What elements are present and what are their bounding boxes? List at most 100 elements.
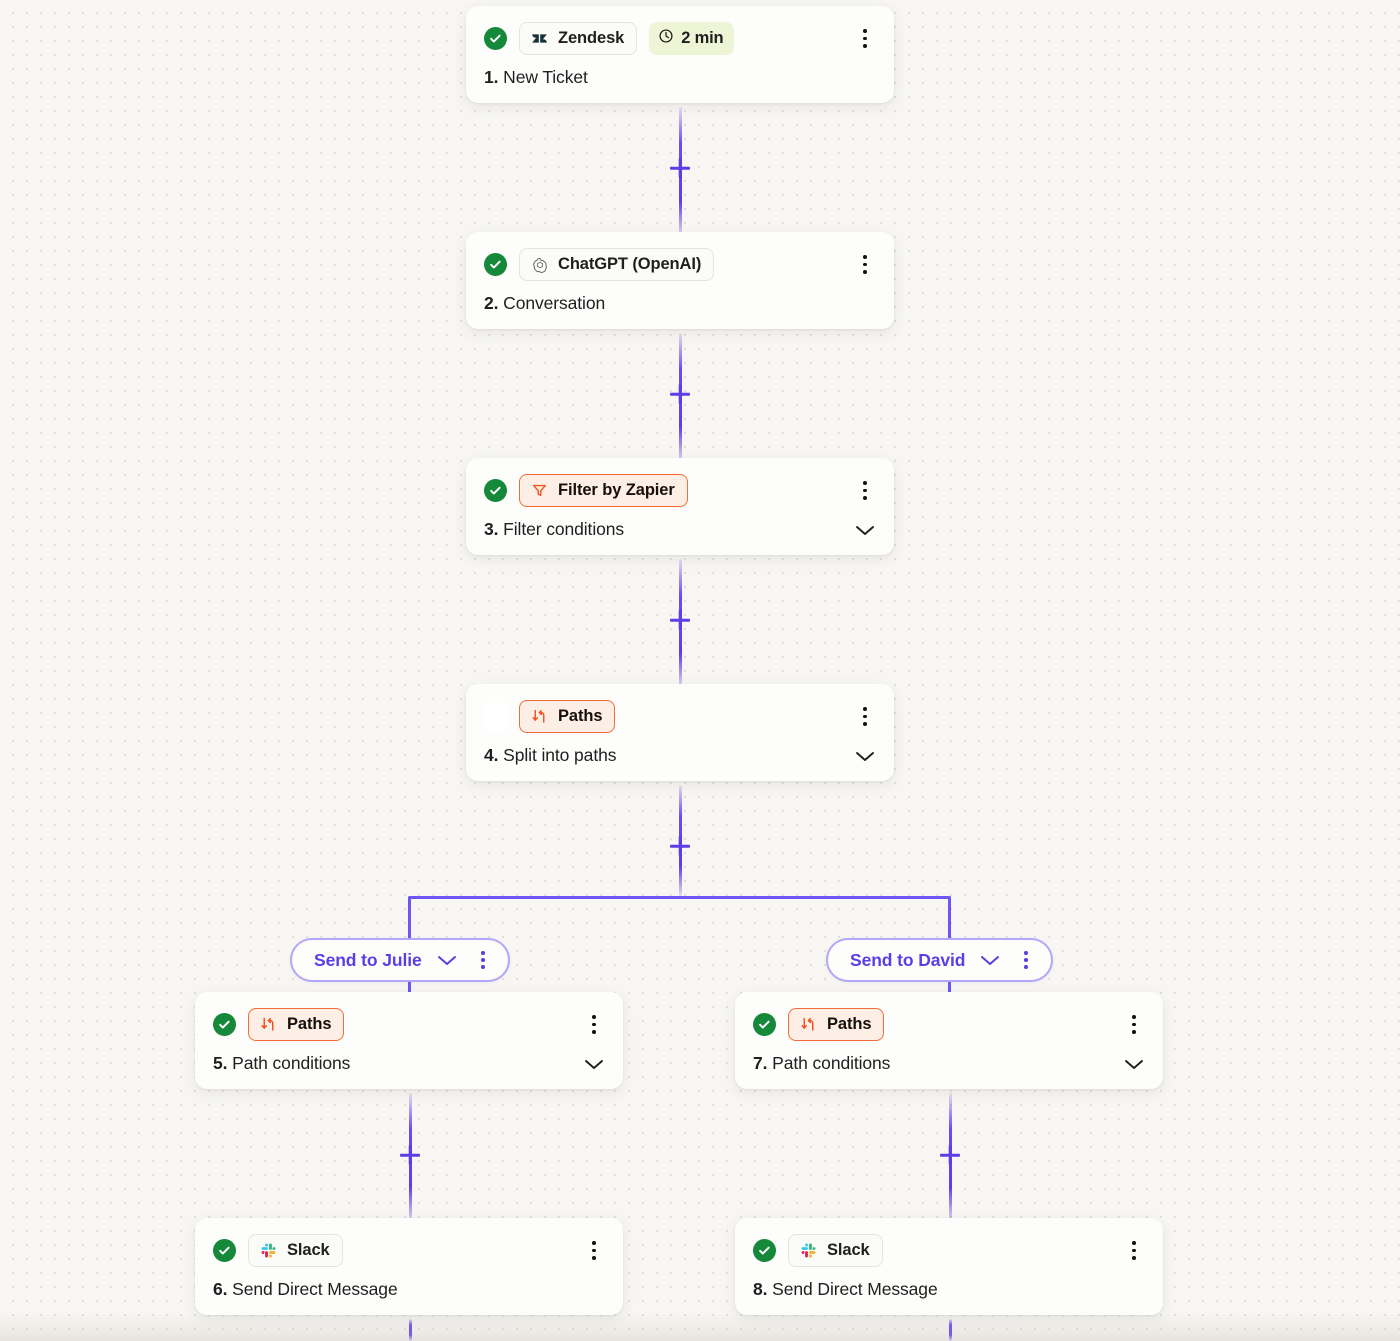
chevron-down-icon[interactable] [1123,1057,1145,1071]
step-label: Filter conditions [503,519,625,539]
step-5-header: Paths [213,1008,605,1041]
step-label: Conversation [503,293,606,313]
kebab-menu-icon[interactable] [472,948,494,972]
app-badge-label: ChatGPT (OpenAI) [558,255,702,274]
step-1-header: Zendesk 2 min [484,22,876,55]
step-number: 7. [753,1053,768,1073]
step-card-7[interactable]: Paths 7. Path conditions [735,992,1163,1089]
app-badge-slack[interactable]: Slack [248,1234,343,1267]
chevron-down-icon[interactable] [583,1057,605,1071]
step-label: Split into paths [503,745,617,765]
kebab-menu-icon[interactable] [1123,1013,1145,1037]
kebab-menu-icon[interactable] [583,1013,605,1037]
step-4-header: Paths [484,700,876,733]
step-card-5[interactable]: Paths 5. Path conditions [195,992,623,1089]
app-badge-label: Paths [827,1015,872,1034]
step-8-header: Slack [753,1234,1145,1267]
step-card-4[interactable]: Paths 4. Split into paths [466,684,894,781]
status-success-icon [484,253,507,276]
path-pill-send-to-julie[interactable]: Send to Julie [290,938,510,982]
openai-icon [530,255,549,274]
step-1-footer: 1. New Ticket [484,67,876,87]
step-8-footer: 8. Send Direct Message [753,1280,1145,1299]
step-7-footer: 7. Path conditions [753,1053,1145,1073]
path-pill-send-to-david[interactable]: Send to David [826,938,1054,982]
chevron-down-icon[interactable] [854,749,876,763]
clock-icon [658,28,674,49]
app-badge-label: Paths [558,707,603,726]
path-label: Send to David [850,949,966,970]
step-number: 4. [484,745,499,765]
step-number: 1. [484,67,499,87]
page-title: 8. Send Direct Message [753,1280,938,1299]
connector-branch-bus [409,896,950,899]
app-badge-paths[interactable]: Paths [519,700,616,733]
step-card-1[interactable]: Zendesk 2 min 1. New Ticket [466,6,894,103]
kebab-menu-icon[interactable] [854,253,876,277]
app-badge-label: Slack [827,1241,870,1260]
step-3-header: Filter by Zapier [484,474,876,507]
step-label: Path conditions [232,1053,351,1073]
app-badge-slack[interactable]: Slack [788,1234,883,1267]
kebab-menu-icon[interactable] [854,705,876,729]
step-duration-badge: 2 min [649,22,735,55]
app-badge-label: Zendesk [558,29,625,48]
chevron-down-icon[interactable] [979,953,1001,967]
status-success-icon [484,27,507,50]
status-success-icon [213,1239,236,1262]
add-step-button-7[interactable] [937,1142,963,1168]
page-title: 4. Split into paths [484,745,617,765]
kebab-menu-icon[interactable] [1123,1239,1145,1263]
step-number: 2. [484,293,499,313]
status-success-icon [484,479,507,502]
page-title: 5. Path conditions [213,1053,351,1073]
step-3-footer: 3. Filter conditions [484,519,876,539]
step-card-3[interactable]: Filter by Zapier 3. Filter conditions [466,458,894,555]
add-step-button-4[interactable] [667,833,693,859]
step-label: New Ticket [503,67,588,87]
step-card-8[interactable]: Slack 8. Send Direct Message [735,1218,1163,1315]
connector-6-next [409,1319,412,1341]
add-step-button-1[interactable] [667,155,693,181]
add-step-button-5[interactable] [397,1142,423,1168]
page-title: 2. Conversation [484,293,606,313]
chevron-down-icon[interactable] [436,953,458,967]
status-success-icon [213,1013,236,1036]
add-step-button-3[interactable] [667,607,693,633]
chevron-down-icon[interactable] [854,523,876,537]
kebab-menu-icon[interactable] [854,27,876,51]
app-badge-chatgpt[interactable]: ChatGPT (OpenAI) [519,248,715,281]
step-card-6[interactable]: Slack 6. Send Direct Message [195,1218,623,1315]
step-7-header: Paths [753,1008,1145,1041]
app-badge-label: Paths [287,1015,332,1034]
app-badge-zendesk[interactable]: Zendesk [519,22,638,55]
app-badge-paths[interactable]: Paths [248,1008,345,1041]
step-6-footer: 6. Send Direct Message [213,1280,605,1299]
status-placeholder [484,701,507,732]
kebab-menu-icon[interactable] [583,1239,605,1263]
slack-icon [799,1241,818,1260]
step-5-footer: 5. Path conditions [213,1053,605,1073]
canvas-bottom-shadow [0,1313,1400,1341]
app-badge-label: Filter by Zapier [558,481,675,500]
status-success-icon [753,1013,776,1036]
step-number: 5. [213,1053,228,1073]
app-badge-label: Slack [287,1241,330,1260]
step-card-2[interactable]: ChatGPT (OpenAI) 2. Conversation [466,232,894,329]
kebab-menu-icon[interactable] [1015,948,1037,972]
app-badge-paths[interactable]: Paths [788,1008,885,1041]
page-title: 3. Filter conditions [484,519,625,539]
paths-icon [259,1015,278,1034]
zendesk-icon [530,29,549,48]
status-success-icon [753,1239,776,1262]
step-2-footer: 2. Conversation [484,293,876,313]
page-title: 6. Send Direct Message [213,1280,398,1299]
connector-8-next [949,1319,952,1341]
slack-icon [259,1241,278,1260]
add-step-button-2[interactable] [667,381,693,407]
path-label: Send to Julie [314,949,422,970]
kebab-menu-icon[interactable] [854,479,876,503]
app-badge-filter[interactable]: Filter by Zapier [519,474,688,507]
connector-branch-left-drop [408,896,411,942]
